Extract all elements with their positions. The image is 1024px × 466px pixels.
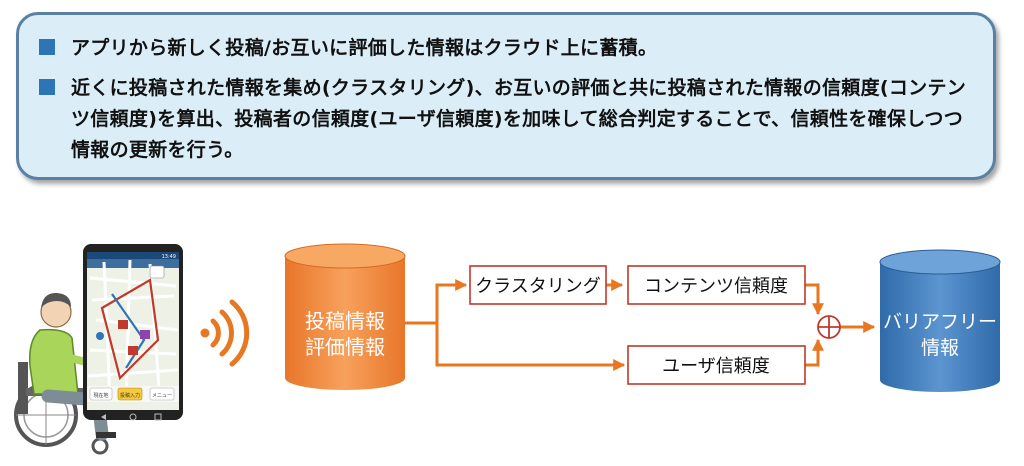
content-trust-box: コンテンツ信頼度 <box>627 265 806 305</box>
wireless-signal-icon <box>200 299 250 367</box>
map-marker-icon <box>96 332 104 340</box>
summary-bullet-1: アプリから新しく投稿/お互いに評価した情報はクラウド上に蓄積。 <box>39 33 979 64</box>
summary-bullet-1-text: アプリから新しく投稿/お互いに評価した情報はクラウド上に蓄積。 <box>71 37 658 59</box>
summary-bullet-2-text: 近くに投稿された情報を集め(クラスタリング)、お互いの評価と共に投稿された情報の… <box>71 77 967 161</box>
square-bullet-icon <box>39 79 55 95</box>
phone-status-time: 13:49 <box>162 254 176 260</box>
back-icon[interactable] <box>101 414 106 420</box>
user-trust-box: ユーザ信頼度 <box>627 345 806 385</box>
smartphone: 13:49 現在地 投稿入力 メニュー <box>83 244 183 421</box>
square-bullet-icon <box>39 39 55 55</box>
combine-operator-icon <box>817 315 841 339</box>
arrow-to-user-trust <box>435 323 626 371</box>
clustering-label: クラスタリング <box>475 276 601 297</box>
trust-flow-diagram: 13:49 現在地 投稿入力 メニュー 投稿情報 評価情報 <box>14 243 1001 455</box>
clustering-box: クラスタリング <box>469 265 607 305</box>
post-input-label: 投稿入力 <box>120 392 140 399</box>
summary-callout: アプリから新しく投稿/お互いに評価した情報はクラウド上に蓄積。 近くに投稿された… <box>16 12 996 180</box>
posting-evaluation-database: 投稿情報 評価情報 <box>284 243 406 390</box>
menu-label: メニュー <box>152 393 172 399</box>
summary-bullet-2: 近くに投稿された情報を集め(クラスタリング)、お互いの評価と共に投稿された情報の… <box>39 73 979 166</box>
target-db-line-2: 情報 <box>921 337 959 359</box>
current-location-label: 現在地 <box>93 392 108 399</box>
map-marker-icon <box>118 320 128 329</box>
content-trust-label: コンテンツ信頼度 <box>644 276 788 297</box>
current-location-button[interactable] <box>89 387 113 401</box>
home-icon[interactable] <box>129 413 137 421</box>
barrier-free-info-database: バリアフリー 情報 <box>879 249 1001 392</box>
user-trust-label: ユーザ信頼度 <box>662 356 770 377</box>
menu-button[interactable] <box>149 387 175 401</box>
arrow-content-to-combine <box>805 283 824 316</box>
source-db-line-1: 投稿情報 <box>305 309 385 333</box>
post-input-button[interactable] <box>117 387 143 401</box>
target-db-line-1: バリアフリー <box>883 311 997 333</box>
arrow-user-to-combine <box>805 338 824 367</box>
flow-connectors <box>405 279 876 371</box>
map-marker-icon <box>140 330 150 339</box>
map-toolbar-button[interactable] <box>149 265 165 279</box>
recents-icon[interactable] <box>154 413 162 421</box>
arrow-to-clustering <box>405 279 468 325</box>
map-marker-icon <box>128 346 138 355</box>
source-db-line-2: 評価情報 <box>305 335 385 359</box>
